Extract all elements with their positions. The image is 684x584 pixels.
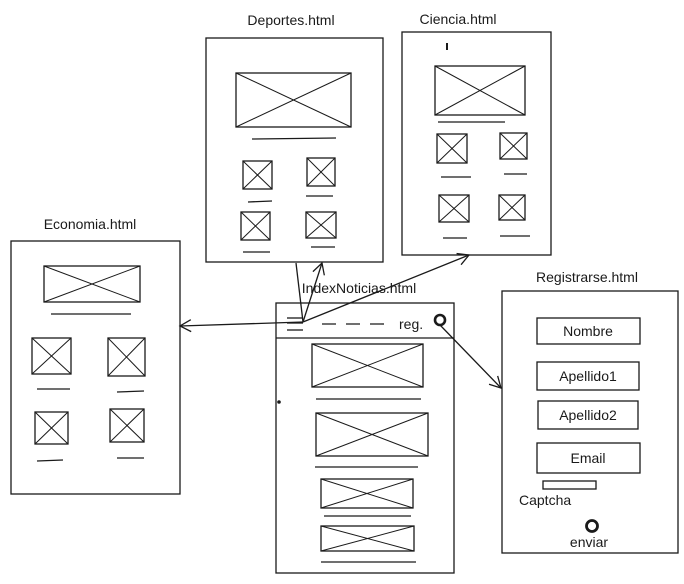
- nombre-field-label: Nombre: [563, 323, 613, 339]
- ciencia-thumb-image: [499, 132, 528, 160]
- apellido2-field-label: Apellido2: [559, 407, 617, 423]
- apellido1-field-label: Apellido1: [559, 368, 617, 384]
- index-article-image: [315, 412, 429, 457]
- apellido2-field[interactable]: [537, 400, 639, 430]
- index-page: IndexNoticias.html reg.: [275, 280, 455, 574]
- ciencia-title: Ciencia.html: [419, 11, 496, 27]
- economia-page: Economia.html: [10, 216, 181, 495]
- circle-icon[interactable]: [585, 519, 599, 533]
- index-article-image: [311, 343, 424, 388]
- arrow-to-deportes: [302, 261, 325, 323]
- deportes-thumb-image: [305, 211, 337, 239]
- apellido1-field[interactable]: [536, 361, 640, 391]
- ciencia-thumb-image: [436, 133, 468, 164]
- ciencia-thumb-image: [438, 194, 470, 223]
- arrow-to-registrarse: [439, 324, 502, 389]
- hamburger-icon[interactable]: [287, 317, 303, 331]
- economia-frame: [10, 240, 181, 495]
- index-frame: [275, 302, 455, 574]
- deportes-thumb-image: [240, 211, 271, 241]
- economia-title: Economia.html: [44, 216, 137, 232]
- economia-caption-line: [116, 390, 145, 393]
- deportes-headline-line: [251, 137, 337, 140]
- captcha-input[interactable]: [542, 480, 597, 490]
- deportes-title: Deportes.html: [247, 12, 334, 28]
- register-nav-link[interactable]: reg.: [399, 316, 423, 332]
- ciencia-thumb-image: [498, 194, 526, 221]
- arrow-to-deportes-stroke: [295, 262, 304, 323]
- email-field[interactable]: [536, 442, 641, 474]
- economia-thumb-image: [34, 411, 69, 445]
- registrarse-frame: [501, 290, 679, 554]
- deportes-page: Deportes.html: [205, 12, 384, 263]
- deportes-thumb-image: [306, 157, 336, 187]
- circle-icon[interactable]: [433, 313, 447, 327]
- index-article-image: [320, 525, 415, 552]
- index-scroll-marker: [277, 400, 281, 404]
- deportes-hero-image: [235, 72, 352, 128]
- ciencia-page: Ciencia.html: [401, 11, 552, 256]
- ciencia-frame: [401, 31, 552, 256]
- economia-caption-line: [36, 459, 64, 462]
- captcha-label: Captcha: [519, 492, 571, 508]
- economia-thumb-image: [109, 408, 145, 443]
- economia-hero-image: [43, 265, 141, 303]
- submit-button-label[interactable]: enviar: [570, 534, 608, 550]
- deportes-caption-line: [247, 200, 273, 203]
- email-field-label: Email: [570, 450, 605, 466]
- economia-thumb-image: [31, 337, 72, 375]
- navigation-arrows: [178, 252, 502, 389]
- arrow-to-economia: [178, 319, 304, 333]
- arrow-to-ciencia: [302, 252, 471, 323]
- index-title: IndexNoticias.html: [302, 280, 416, 296]
- index-article-image: [320, 478, 414, 509]
- deportes-frame: [205, 37, 384, 263]
- economia-thumb-image: [107, 337, 146, 377]
- deportes-thumb-image: [242, 160, 273, 190]
- registrarse-page: Registrarse.html Nombre Apellido1 Apelli…: [501, 269, 679, 554]
- registrarse-title: Registrarse.html: [536, 269, 638, 285]
- nombre-field[interactable]: [536, 317, 641, 345]
- ciencia-hero-image: [434, 65, 526, 116]
